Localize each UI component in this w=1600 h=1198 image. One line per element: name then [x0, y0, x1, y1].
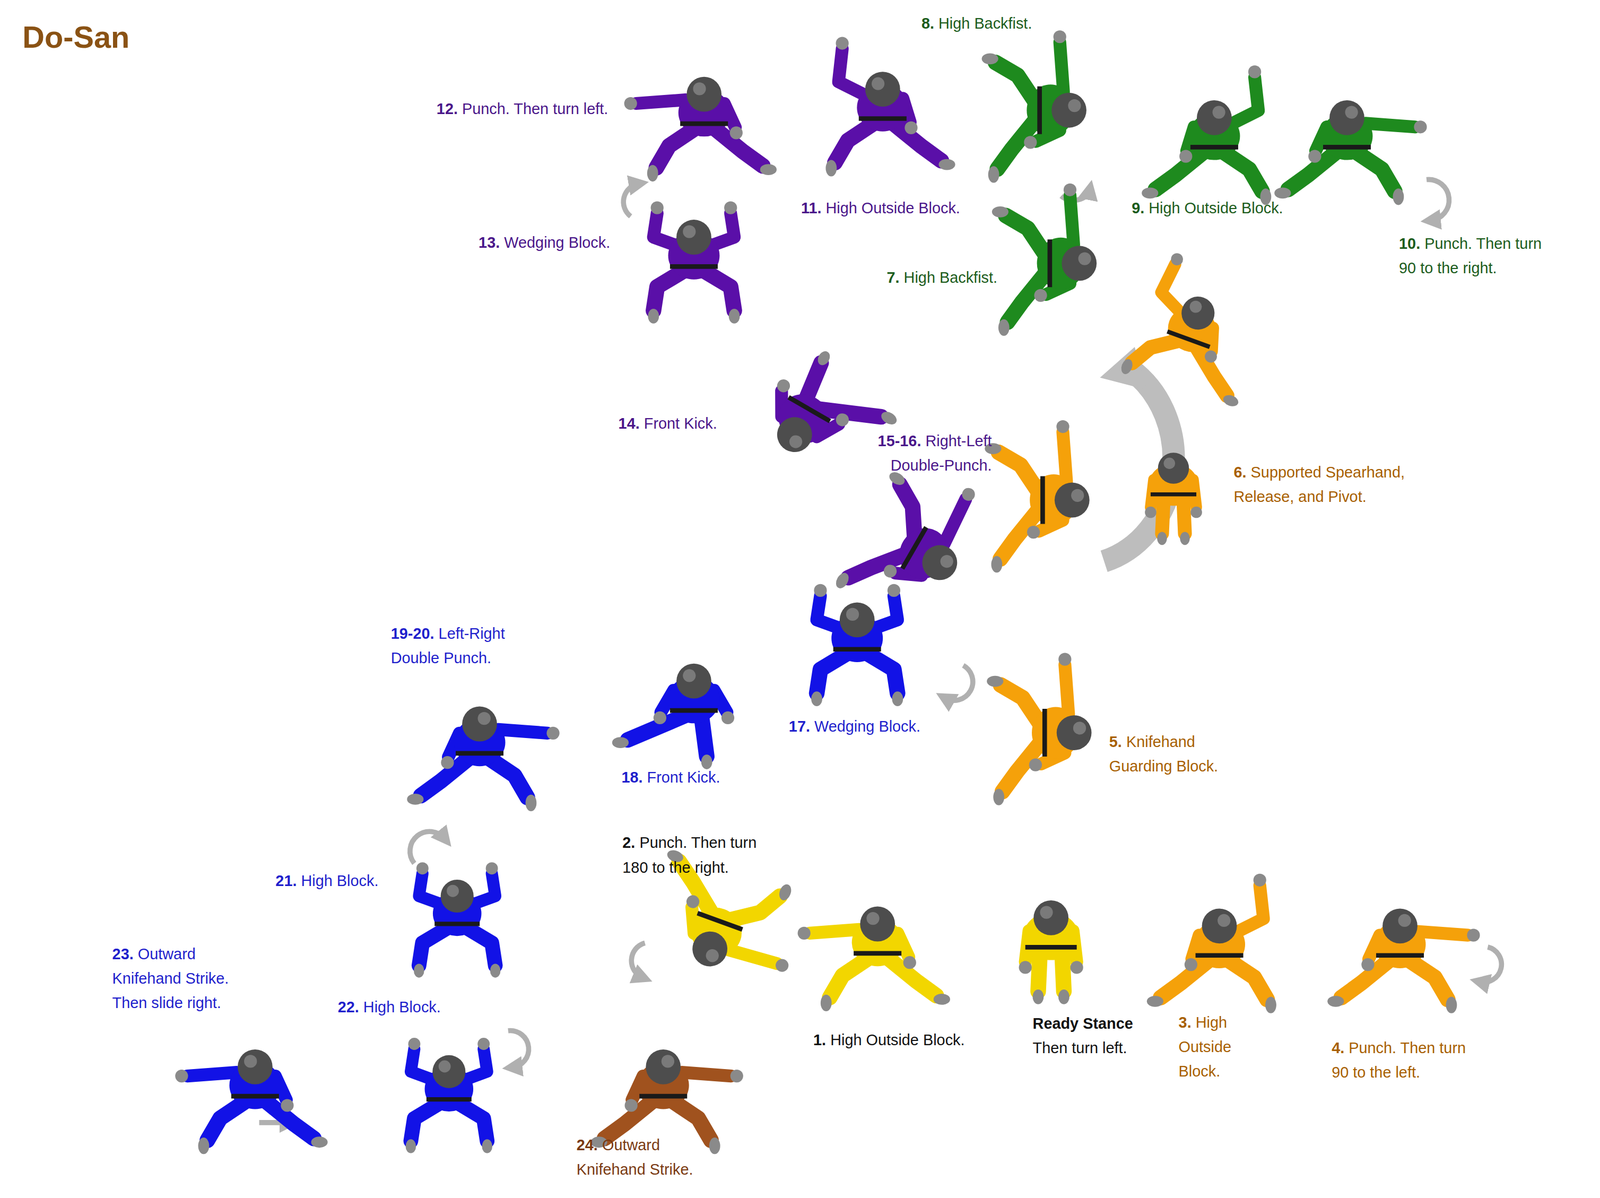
figure [984, 420, 1090, 573]
figure [612, 663, 735, 770]
step-text: High Outside Block. [825, 198, 961, 217]
step-number: 5. [1109, 732, 1123, 751]
figure [405, 1037, 493, 1153]
step-caption: 14.Front Kick. [618, 411, 718, 436]
step-number: 8. [921, 14, 935, 32]
figure [1146, 873, 1277, 1014]
step-text: Supported Spearhand, Release, and Pivot. [1233, 463, 1405, 506]
figure [1327, 908, 1480, 1013]
step-number: 21. [275, 871, 297, 890]
step-caption: 24.Outward Knifehand Strike. [576, 1132, 710, 1182]
step-number: 24. [576, 1135, 598, 1154]
step-number: 2. [622, 833, 636, 851]
step-number: 6. [1233, 463, 1247, 481]
figure [992, 183, 1097, 336]
step-caption: 23.Outward Knifehand Strike. Then slide … [112, 941, 246, 1015]
step-caption: 10.Punch. Then turn 90 to the right. [1398, 231, 1553, 281]
step-number: 13. [478, 233, 500, 251]
step-number: 14. [618, 414, 640, 432]
figure [811, 584, 903, 707]
step-text: High Block. [363, 997, 441, 1016]
step-number: 23. [112, 944, 134, 963]
step-caption: 22.High Block. [337, 994, 441, 1020]
step-number: Ready Stance [1032, 1011, 1134, 1036]
figure [1274, 100, 1427, 205]
figure [624, 76, 777, 182]
step-text: High Backfist. [938, 14, 1032, 32]
step-number: 17. [788, 717, 811, 735]
step-number: 18. [621, 768, 643, 786]
step-caption: 17.Wedging Block. [788, 714, 921, 739]
step-text: High Outside Block. [830, 1030, 965, 1049]
figure [750, 337, 910, 491]
step-caption: 9.High Outside Block. [1131, 195, 1284, 221]
figure [825, 36, 955, 177]
step-number: 4. [1331, 1038, 1345, 1057]
figure [797, 906, 951, 1012]
step-text: High Outside Block. [1148, 198, 1283, 217]
pattern-title: Do-San [22, 19, 130, 57]
step-number: 11. [801, 198, 822, 217]
figure [175, 1049, 328, 1154]
step-caption: 11.High Outside Block. [801, 195, 961, 221]
step-number: 7. [886, 268, 900, 286]
step-number: 10. [1398, 234, 1421, 252]
step-caption: 1.High Outside Block. [813, 1027, 965, 1052]
step-number: 12. [436, 100, 458, 118]
step-caption: 6.Supported Spearhand, Release, and Pivo… [1233, 459, 1423, 509]
step-text: Punch. Then turn left. [462, 100, 608, 118]
step-text: Front Kick. [644, 414, 718, 432]
step-caption: 15-16.Right-Left Double-Punch. [848, 428, 992, 478]
step-number: 19-20. [390, 624, 435, 642]
step-caption: 13.Wedging Block. [478, 230, 611, 256]
step-text: Punch. Then turn 180 to the right. [622, 833, 757, 876]
step-caption: 19-20.Left-Right Double Punch. [390, 621, 534, 671]
figure [1019, 900, 1084, 1005]
step-caption: 4.Punch. Then turn 90 to the left. [1331, 1035, 1485, 1085]
step-text: Wedging Block. [503, 233, 611, 251]
figure [1144, 452, 1203, 545]
step-caption: 8.High Backfist. [921, 11, 1033, 36]
step-text: Punch. Then turn 90 to the right. [1398, 234, 1542, 277]
step-caption: 18.Front Kick. [621, 765, 720, 790]
figure [986, 652, 1092, 805]
step-number: 3. [1178, 1013, 1192, 1031]
figure [413, 862, 501, 978]
step-caption: 21.High Block. [275, 868, 379, 893]
step-text: Wedging Block. [814, 717, 921, 735]
step-caption: 7.High Backfist. [886, 265, 998, 290]
step-caption: 12.Punch. Then turn left. [436, 97, 609, 122]
step-caption: 5.Knifehand Guarding Block. [1109, 729, 1222, 779]
step-text: High Block. [301, 871, 379, 890]
step-number: 1. [813, 1030, 826, 1049]
step-text: High Backfist. [903, 268, 998, 286]
step-caption: 2.Punch. Then turn 180 to the right. [622, 830, 776, 880]
figure [981, 30, 1087, 183]
step-text: Then turn left. [1032, 1035, 1134, 1060]
step-caption: Ready StanceThen turn left. [1032, 1011, 1134, 1060]
step-number: 22. [337, 997, 360, 1016]
figure [406, 706, 560, 812]
figure [1119, 248, 1280, 414]
turn-arrows [259, 179, 1502, 1123]
step-number: 9. [1131, 198, 1145, 217]
figure [647, 201, 740, 324]
step-number: 15-16. [877, 431, 922, 450]
step-text: Front Kick. [647, 768, 721, 786]
step-text: Knifehand Guarding Block. [1109, 732, 1219, 775]
figure [1141, 65, 1272, 205]
step-caption: 3.High Outside Block. [1178, 1010, 1256, 1084]
step-text: Punch. Then turn 90 to the left. [1331, 1038, 1466, 1081]
